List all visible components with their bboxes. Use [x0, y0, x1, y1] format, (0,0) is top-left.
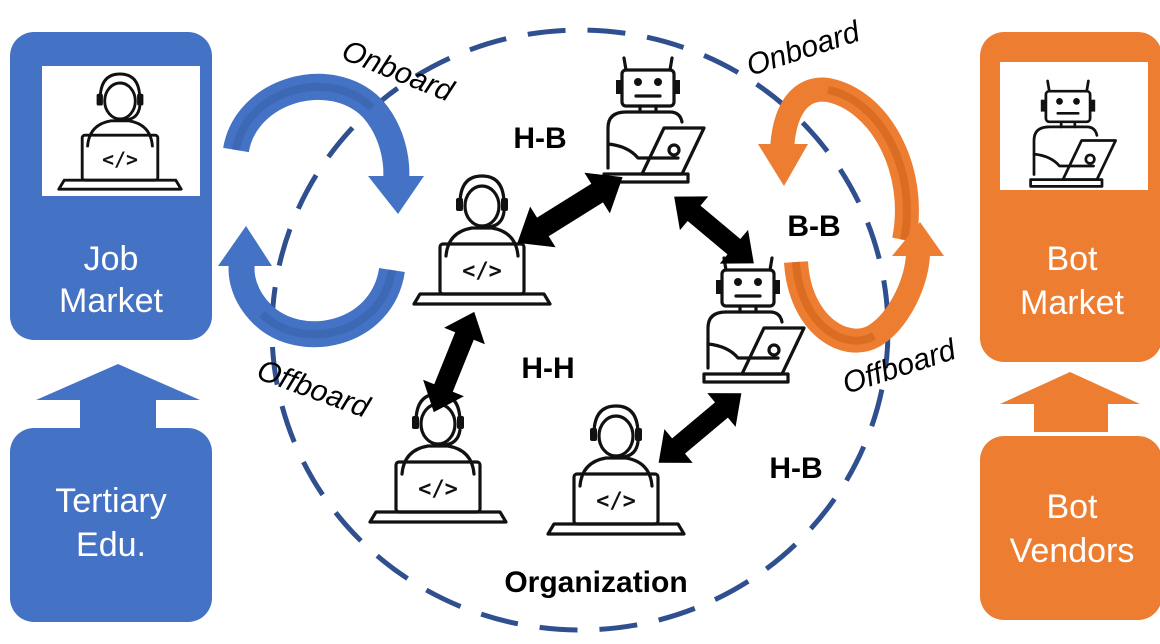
- hb-label-bottom: H-B: [769, 452, 822, 485]
- robot-developer-icon-1: [602, 56, 706, 184]
- hb-double-arrow-bottom: [658, 393, 742, 463]
- edu-to-market-arrow: [36, 364, 200, 432]
- offboard-label-left: Offboard: [253, 354, 375, 425]
- onboard-arrow-left: [223, 73, 424, 214]
- bb-double-arrow: [674, 196, 754, 264]
- hb-label-top: H-B: [513, 122, 566, 155]
- hh-label: H-H: [521, 352, 574, 385]
- onboard-label-right: Onboard: [742, 15, 864, 83]
- bot-vendors-label-line1: Bot: [1046, 488, 1098, 526]
- bot-market-label-line2: Market: [1020, 284, 1124, 322]
- vendors-to-market-arrow: [1000, 372, 1140, 432]
- job-market-icon-frame: [42, 66, 200, 196]
- job-market-label-line2: Market: [59, 282, 163, 320]
- organization-label: Organization: [504, 566, 687, 599]
- tertiary-edu-label-line2: Edu.: [76, 526, 146, 564]
- bot-market-label-line1: Bot: [1046, 240, 1098, 278]
- human-developer-icon-2: [368, 392, 508, 524]
- tertiary-edu-box: [10, 428, 212, 622]
- hh-double-arrow: [423, 311, 485, 413]
- bot-vendors-label-line2: Vendors: [1010, 532, 1135, 570]
- bb-label: B-B: [787, 210, 840, 243]
- job-market-label-line1: Job: [84, 240, 139, 278]
- human-developer-icon-3: [546, 404, 686, 536]
- hb-double-arrow-top: [517, 172, 623, 248]
- bot-vendors-box: [980, 436, 1160, 620]
- onboard-arrow-right: [758, 77, 919, 243]
- offboard-arrow-left: [218, 226, 405, 348]
- tertiary-edu-label-line1: Tertiary: [55, 482, 166, 520]
- offboard-arrow-right: [784, 222, 944, 353]
